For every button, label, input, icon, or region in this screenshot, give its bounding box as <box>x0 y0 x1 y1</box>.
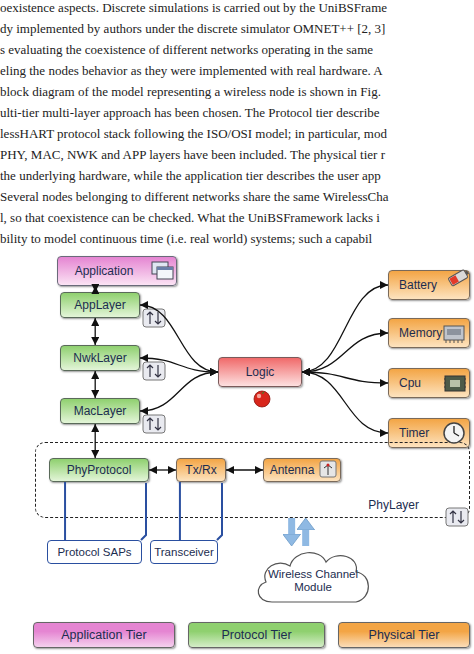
memory-icon <box>444 326 464 343</box>
antenna-box: Antenna <box>263 458 341 482</box>
node-label: Timer <box>399 427 429 440</box>
body-text-line: l, so that coexistence can be checked. W… <box>0 210 380 225</box>
node-label: Transceiver <box>154 546 214 559</box>
channel-arrow <box>302 530 309 546</box>
body-text-line: lessHART protocol stack following the IS… <box>0 126 387 141</box>
bracket-line <box>141 483 146 540</box>
node-label: Wireless Channel Module <box>262 568 364 594</box>
node-label: Cpu <box>399 377 421 390</box>
cpu-icon <box>444 376 466 391</box>
callout-bracket <box>179 482 181 540</box>
body-text-line: dy implemented by authors under the disc… <box>0 21 385 36</box>
node-label: NwkLayer <box>73 352 126 365</box>
tomato-icon <box>254 391 270 407</box>
body-text-line: Several nodes belonging to different net… <box>0 189 389 204</box>
body-text-line: block diagram of the model representing … <box>0 84 381 99</box>
node-label: PhyLayer <box>368 499 419 512</box>
hardware-box: Battery <box>388 270 470 300</box>
legend-swatch: Application Tier <box>33 622 175 648</box>
hardware-box: Memory <box>388 318 470 348</box>
legend-label: Protocol Tier <box>221 628 291 642</box>
hardware-box: Cpu <box>388 368 470 398</box>
body-text-line: s evaluating the coexistence of differen… <box>0 42 373 57</box>
legend-label: Application Tier <box>61 628 146 642</box>
node-label: Tx/Rx <box>185 464 216 477</box>
callout-box: Protocol SAPs <box>47 540 142 564</box>
node-label: Protocol SAPs <box>57 546 131 559</box>
connector-arrow <box>140 358 218 372</box>
layer-box: MacLayer <box>60 398 140 424</box>
node-label: PhyProtocol <box>67 464 132 477</box>
layer-box: NwkLayer <box>60 345 140 371</box>
connector-arrow <box>95 371 96 398</box>
body-text-line: oexistence aspects. Discrete simulations… <box>0 0 387 15</box>
connector-arrow <box>140 372 218 411</box>
channel-cloud: Wireless Channel Module <box>252 546 374 604</box>
logic-box: Logic <box>218 357 302 387</box>
sap-icon <box>143 362 165 380</box>
connector-arrow <box>95 424 96 458</box>
body-text-line: PHY, MAC, NWK and APP layers have been i… <box>0 147 385 162</box>
connector-arrow <box>95 318 96 345</box>
node-label: AppLayer <box>74 299 125 312</box>
node-label: Logic <box>246 366 275 379</box>
sap-icon <box>446 508 468 526</box>
connector-arrow <box>226 469 263 470</box>
clock-icon <box>444 423 464 443</box>
connector-arrow <box>302 372 388 433</box>
layer-box: AppLayer <box>60 292 140 318</box>
bracket-line <box>217 483 222 540</box>
connector-arrow <box>95 286 96 292</box>
application-box: Application <box>57 256 177 286</box>
node-label: Application <box>75 265 134 278</box>
protocol-box: PhyProtocol <box>49 458 149 482</box>
connector-arrow <box>149 469 176 470</box>
connector-arrow <box>302 333 388 372</box>
body-text-line: ulti-tier multi-layer approach has been … <box>0 105 380 120</box>
antenna-icon <box>320 461 336 477</box>
node-label: Antenna <box>270 464 315 477</box>
connector-arrow <box>302 285 388 372</box>
layer-group: PhyLayer PhyProtocol Tx/Rx Antenna <box>35 442 470 518</box>
connector-arrow <box>140 305 218 372</box>
cloud-shape <box>258 553 368 602</box>
callout-bracket <box>64 482 66 540</box>
legend-swatch: Protocol Tier <box>188 622 325 648</box>
callout-box: Transceiver <box>150 540 218 564</box>
window-icon <box>152 262 173 279</box>
body-text-line: eling the nodes behavior as they were im… <box>0 63 383 78</box>
channel-arrow <box>288 518 295 534</box>
node-label: Battery <box>399 279 437 292</box>
body-text-line: the underlying hardware, while the appli… <box>0 168 381 183</box>
hardware-box: Timer <box>388 418 470 448</box>
body-text-line: bility to model continuous time (i.e. re… <box>0 231 372 246</box>
battery-icon <box>448 268 470 286</box>
connector-arrow <box>302 372 388 383</box>
node-label: Memory <box>399 327 442 340</box>
transceiver-box: Tx/Rx <box>176 458 226 482</box>
sap-icon <box>143 309 165 327</box>
legend-label: Physical Tier <box>369 628 440 642</box>
legend-swatch: Physical Tier <box>338 622 470 648</box>
sap-icon <box>143 415 165 433</box>
node-label: MacLayer <box>74 405 127 418</box>
